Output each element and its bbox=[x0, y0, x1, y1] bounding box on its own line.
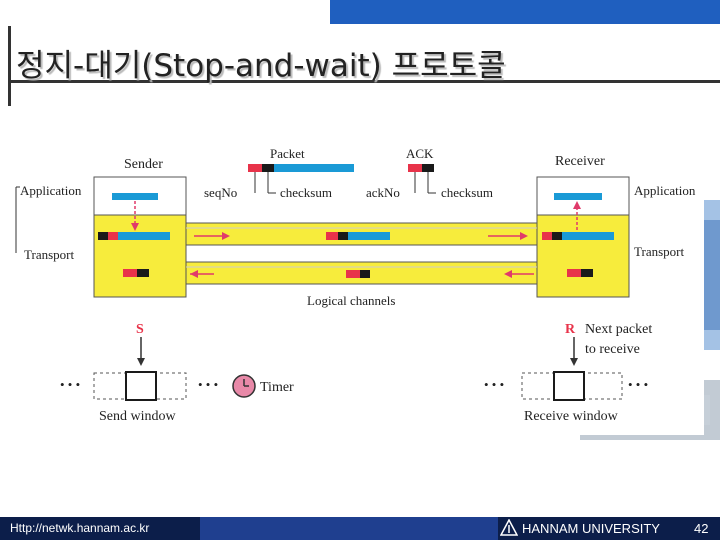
ack-format-no bbox=[408, 164, 422, 172]
next-packet-label-1: Next packet bbox=[585, 322, 652, 337]
receiver-app-packet bbox=[554, 193, 602, 200]
sender-app-packet bbox=[112, 193, 158, 200]
sender-down-arrowhead bbox=[131, 223, 139, 231]
receiver-label: Receiver bbox=[555, 154, 605, 169]
packet-format-seq bbox=[248, 164, 262, 172]
timer-label: Timer bbox=[260, 380, 294, 395]
send-ellipsis-left: • • • bbox=[60, 377, 80, 392]
sender-packet-header bbox=[98, 232, 108, 240]
application-left-label: Application bbox=[20, 183, 82, 198]
send-window-label: Send window bbox=[99, 409, 177, 424]
title-vertical-rule bbox=[8, 26, 11, 106]
top-bar-white bbox=[0, 0, 330, 24]
transport-left-label: Transport bbox=[24, 247, 74, 262]
s-label: S bbox=[136, 322, 144, 337]
logical-channels-label: Logical channels bbox=[307, 293, 395, 308]
title-underline bbox=[8, 80, 720, 83]
ack-label: ACK bbox=[406, 146, 434, 161]
footer-university-box bbox=[498, 517, 720, 540]
receiver-packet bbox=[542, 232, 552, 240]
receiver-transport-layer bbox=[536, 214, 630, 298]
application-right-label: Application bbox=[634, 183, 696, 198]
sender-transport-layer bbox=[93, 214, 187, 298]
channel-packet bbox=[326, 232, 338, 240]
sender-ack-red bbox=[123, 269, 137, 277]
slide-title: 정지-대기(Stop-and-wait) 프로토콜 bbox=[16, 48, 506, 84]
send-window-frame bbox=[125, 371, 157, 401]
r-label: R bbox=[565, 322, 576, 337]
stop-and-wait-diagram: Sender Receiver Packet seqNo checksum AC… bbox=[14, 135, 704, 435]
send-ellipsis-right: • • • bbox=[198, 377, 218, 392]
receive-ellipsis-left: • • • bbox=[484, 377, 504, 392]
receive-window-label: Receive window bbox=[524, 409, 619, 424]
next-packet-label-2: to receive bbox=[585, 342, 640, 357]
receive-window-frame bbox=[553, 371, 585, 401]
transport-right-label: Transport bbox=[634, 244, 684, 259]
channel-ack bbox=[346, 270, 360, 278]
sender-label: Sender bbox=[124, 157, 163, 172]
packet-label: Packet bbox=[270, 146, 305, 161]
footer-university: HANNAM UNIVERSITY bbox=[522, 521, 660, 536]
footer-url: Http://netwk.hannam.ac.kr bbox=[0, 517, 200, 540]
receiver-ack-red bbox=[567, 269, 581, 277]
checksum-label-2: checksum bbox=[441, 185, 493, 200]
receive-ellipsis-right: • • • bbox=[628, 377, 648, 392]
checksum-label-1: checksum bbox=[280, 185, 332, 200]
university-logo-icon bbox=[500, 519, 518, 536]
page-number: 42 bbox=[694, 521, 709, 536]
seqno-label: seqNo bbox=[204, 185, 237, 200]
ackno-label: ackNo bbox=[366, 185, 400, 200]
